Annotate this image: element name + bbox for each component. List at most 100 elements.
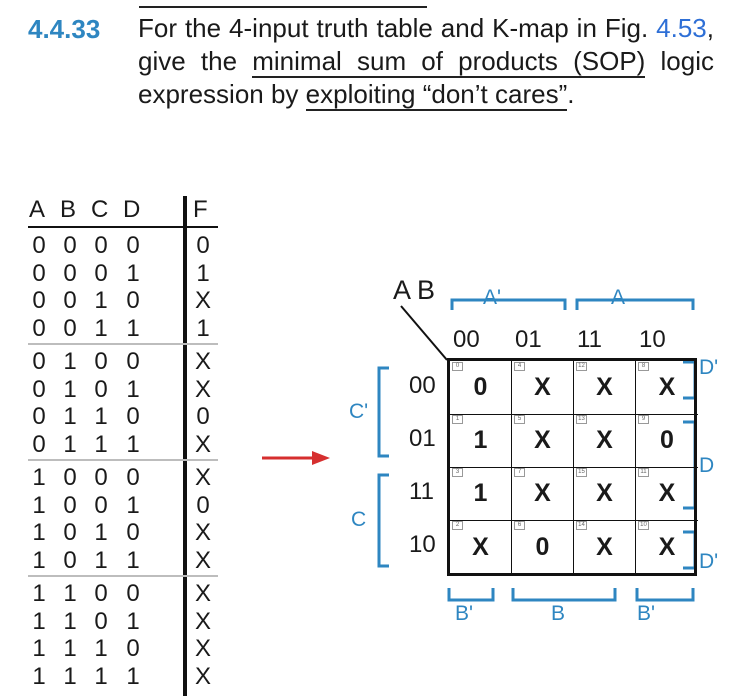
minterm-index: 3 (452, 468, 463, 477)
truth-table-cell: 0 (94, 607, 108, 635)
minterm-index: 15 (576, 468, 587, 477)
truth-table-cell: 0 (196, 491, 210, 519)
truth-table-cell: 1 (63, 662, 77, 690)
truth-table-cell: 0 (63, 546, 77, 574)
minterm-index: 11 (638, 468, 649, 477)
truth-table-cell: 0 (32, 403, 46, 430)
truth-table-cell: 1 (63, 403, 77, 430)
kmap-cell-value: 0 (535, 532, 550, 561)
truth-table-cell: 0 (63, 259, 77, 287)
truth-table-cell: 1 (32, 491, 46, 519)
problem-number: 4.4.33 (28, 14, 101, 44)
previous-line-fragment (139, 0, 427, 8)
kmap-cell-value: 0 (473, 373, 488, 401)
kmap-row-header: 00 (409, 372, 436, 399)
kmap-cell-value: 1 (473, 426, 488, 454)
truth-table-cell: 0 (63, 519, 77, 546)
minterm-index: 5 (514, 415, 525, 424)
truth-table-group-divider (28, 343, 218, 345)
truth-table-cell: 0 (32, 430, 46, 458)
truth-table-cell: 1 (94, 403, 108, 430)
truth-table-cell: 1 (94, 519, 108, 546)
truth-table-cell: 1 (126, 546, 140, 574)
truth-table-cell: 1 (32, 546, 46, 574)
truth-table-cell: 0 (94, 375, 108, 403)
truth-table-cell: 1 (32, 635, 46, 662)
truth-table-cell: 1 (126, 259, 140, 287)
minterm-index: 2 (452, 521, 463, 530)
truth-table-cell: 0 (63, 314, 77, 342)
truth-table-cell: 0 (32, 259, 46, 287)
truth-table-cell: 1 (32, 464, 46, 491)
truth-table-cell: X (194, 430, 211, 458)
truth-table-header-c: C (91, 196, 109, 223)
minterm-index: 7 (514, 468, 525, 477)
kmap-cell-value: X (658, 373, 676, 401)
truth-table-cell: 1 (63, 430, 77, 458)
kmap-cell-value: X (472, 532, 489, 561)
truth-table-header-rule (28, 226, 218, 228)
truth-table-cell: 0 (63, 232, 77, 259)
minterm-index: 13 (576, 415, 587, 424)
truth-table-cell: 1 (63, 635, 77, 662)
kmap-cell-value: X (596, 373, 613, 401)
truth-table-cell: 0 (94, 464, 108, 491)
truth-table-header-f: F (193, 196, 208, 223)
truth-table-header-a: A (29, 196, 46, 223)
problem-statement: 4.4.33 For the 4-input truth table and K… (0, 0, 741, 190)
truth-table-cell: 0 (63, 491, 77, 519)
minterm-index: 14 (576, 521, 587, 530)
truth-table-cell: 1 (94, 314, 108, 342)
truth-table-cell: 0 (32, 314, 46, 342)
truth-table-cell: 1 (126, 662, 140, 690)
minterm-index: 4 (514, 362, 525, 371)
kmap-row-header: 01 (409, 425, 436, 452)
truth-table-cell: 1 (126, 375, 140, 403)
truth-table-cell: 1 (94, 662, 108, 690)
truth-table-cell: X (194, 607, 211, 635)
truth-table-cell: 1 (32, 580, 46, 607)
truth-table-cell: 1 (126, 607, 140, 635)
kmap-col-header: 01 (515, 326, 542, 353)
truth-table-cell: 1 (196, 314, 210, 342)
truth-table-cell: 0 (94, 580, 108, 607)
truth-table-cell: 0 (126, 232, 140, 259)
bottom-group-b-prime-right: B' (637, 602, 656, 625)
figure-reference-link[interactable]: 4.53 (656, 13, 707, 43)
truth-table-cell: 0 (126, 403, 140, 430)
col-group-a: A (611, 286, 626, 309)
truth-table-cell: X (194, 635, 211, 662)
right-group-d-prime-top: D' (699, 356, 719, 379)
truth-table-cell: 0 (94, 348, 108, 375)
kmap-cell-value: X (534, 426, 551, 454)
kmap-corner-label: A B (393, 275, 436, 305)
right-arrow-icon (262, 451, 330, 465)
truth-table-cell: 0 (32, 232, 46, 259)
underlined-dont-cares: exploiting “don’t cares” (305, 79, 568, 111)
truth-table-cell: 0 (196, 232, 210, 259)
kmap-cell-value: X (658, 479, 676, 507)
truth-table-cell: 0 (63, 464, 77, 491)
truth-table-header-d: D (123, 196, 141, 223)
truth-table-cell: 1 (94, 546, 108, 574)
truth-table-cell: 1 (94, 635, 108, 662)
truth-table-group-divider (28, 575, 218, 577)
truth-table-cell: 1 (63, 607, 77, 635)
kmap-cell-value: X (596, 532, 613, 561)
truth-table-cell: X (194, 287, 211, 314)
kmap-row-header: 10 (409, 531, 436, 558)
truth-table-cell: 0 (126, 580, 140, 607)
truth-table-cell: 0 (196, 403, 210, 430)
